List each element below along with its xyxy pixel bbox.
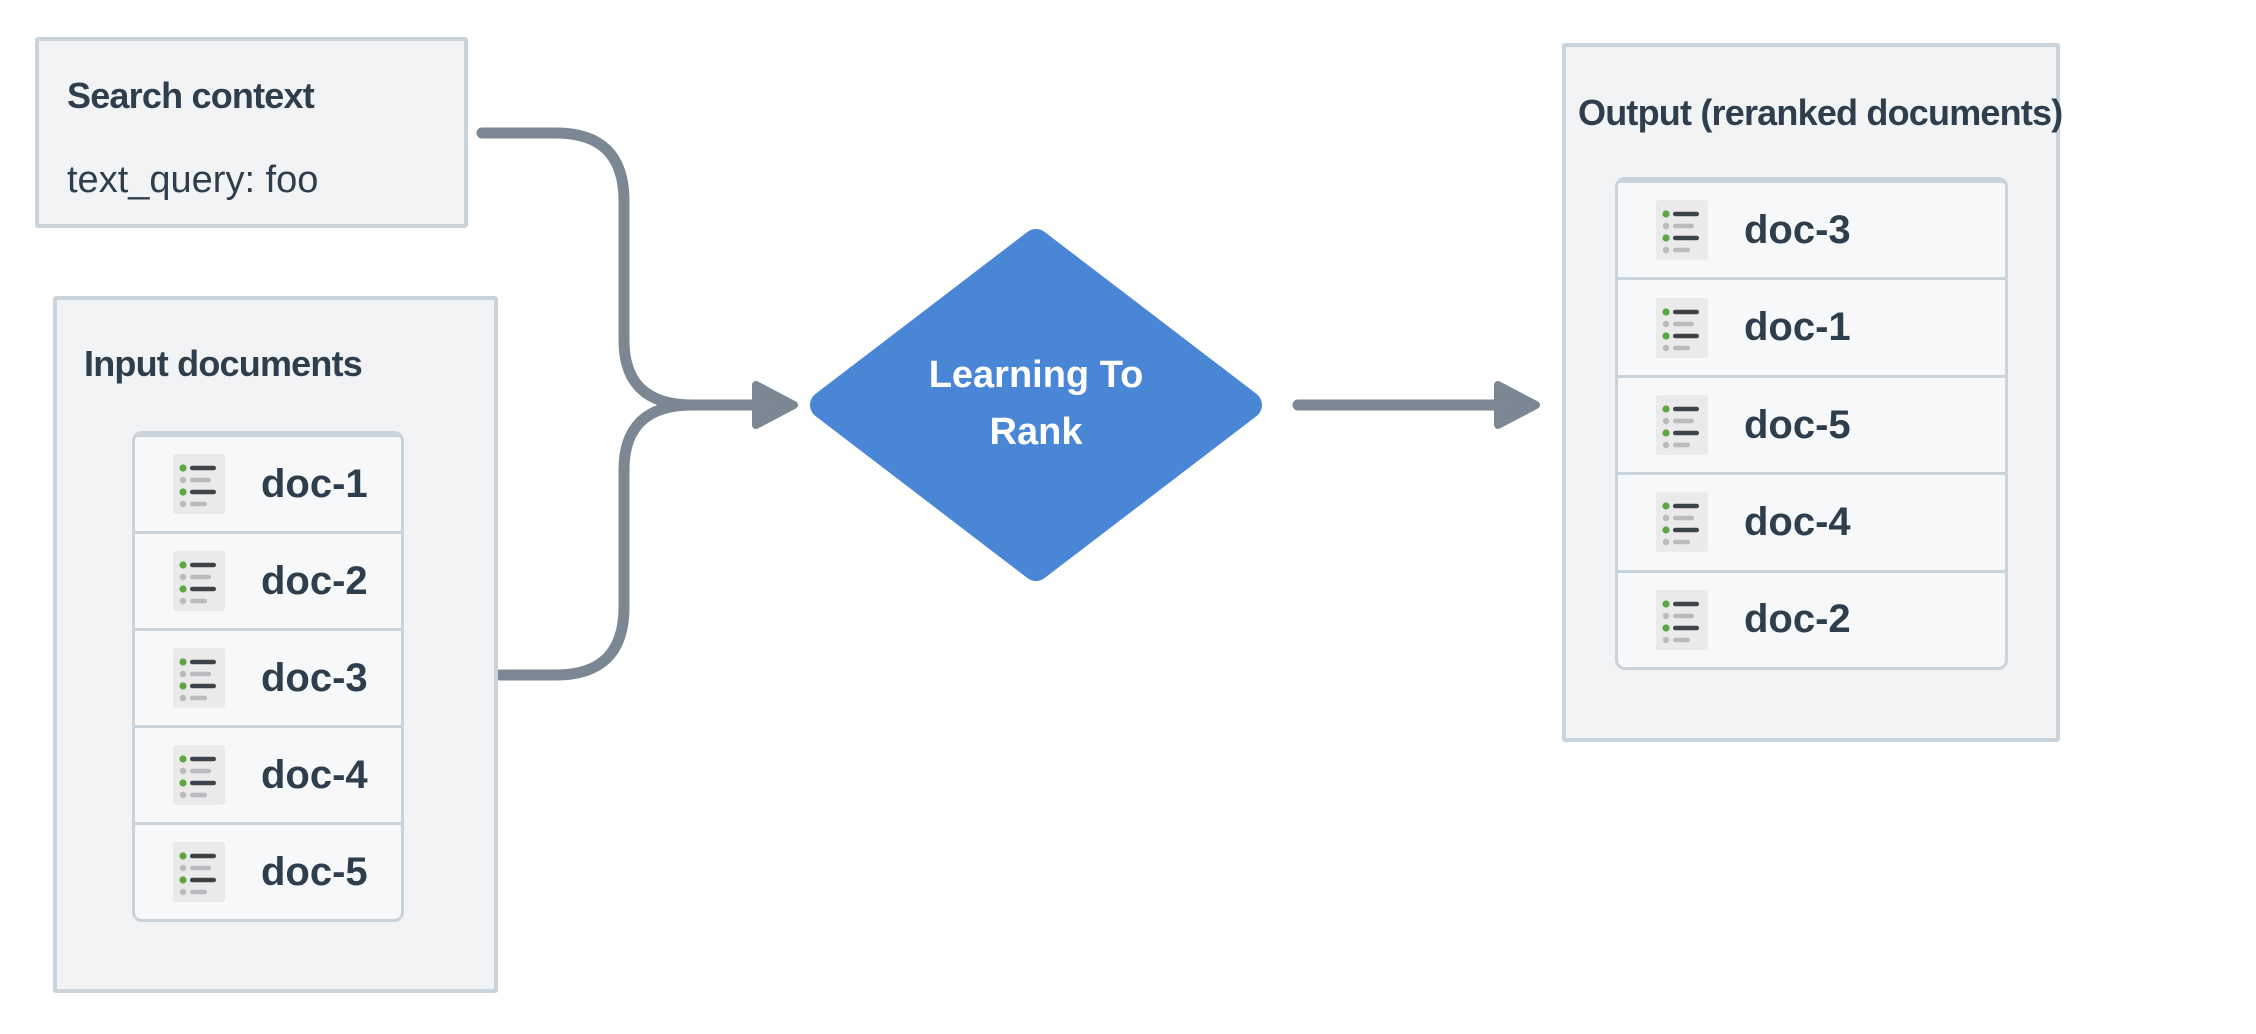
output-panel: Output (reranked documents) <box>1562 43 2063 742</box>
doc-label: doc-4 <box>1744 499 1851 544</box>
diamond-label: Learning To Rank <box>886 329 1186 479</box>
doc-label: doc-3 <box>261 655 368 700</box>
doc-row: doc-4 <box>1618 472 2005 569</box>
doc-label: doc-5 <box>261 849 368 894</box>
doc-label: doc-2 <box>1744 597 1851 642</box>
doc-row: doc-3 <box>1618 180 2005 277</box>
doc-label: doc-5 <box>1744 402 1851 447</box>
doc-row: doc-5 <box>1618 374 2005 472</box>
bulleted-list-icon <box>173 745 225 805</box>
bulleted-list-icon <box>1656 395 1708 456</box>
arrowhead-into-diamond <box>752 381 798 429</box>
input-documents-title: Input documents <box>84 343 363 384</box>
output-doc-list: doc-3 doc-1 <box>1615 177 2008 670</box>
output-title: Output (reranked documents) <box>1578 92 2063 133</box>
arrowhead-into-output <box>1494 381 1540 429</box>
doc-row: doc-1 <box>135 434 401 531</box>
bulleted-list-icon <box>1656 297 1708 358</box>
doc-label: doc-1 <box>261 461 368 506</box>
doc-row: doc-2 <box>1618 569 2005 667</box>
diamond-label-line2: Rank <box>989 411 1083 453</box>
bulleted-list-icon <box>1656 200 1708 261</box>
bulleted-list-icon <box>173 648 225 708</box>
doc-row: doc-3 <box>135 628 401 725</box>
search-context-panel: Search context text_query: foo <box>35 37 468 228</box>
doc-label: doc-4 <box>261 752 368 797</box>
doc-row: doc-5 <box>135 822 401 919</box>
input-documents-panel: Input documents doc-1 <box>53 296 498 993</box>
input-doc-list: doc-1 doc-2 <box>132 431 404 922</box>
doc-row: doc-2 <box>135 531 401 628</box>
doc-row: doc-1 <box>1618 277 2005 374</box>
search-context-query: text_query: foo <box>67 159 319 201</box>
bulleted-list-icon <box>173 842 225 902</box>
bulleted-list-icon <box>173 551 225 611</box>
doc-label: doc-2 <box>261 558 368 603</box>
connector-search-context <box>476 127 758 411</box>
bulleted-list-icon <box>1656 492 1708 553</box>
search-context-title: Search context <box>67 75 315 116</box>
doc-row: doc-4 <box>135 725 401 822</box>
doc-label: doc-3 <box>1744 207 1851 252</box>
bulleted-list-icon <box>1656 589 1708 650</box>
bulleted-list-icon <box>173 454 225 514</box>
connector-input-documents <box>494 399 758 681</box>
doc-label: doc-1 <box>1744 305 1851 350</box>
diamond-label-line1: Learning To <box>928 354 1144 396</box>
